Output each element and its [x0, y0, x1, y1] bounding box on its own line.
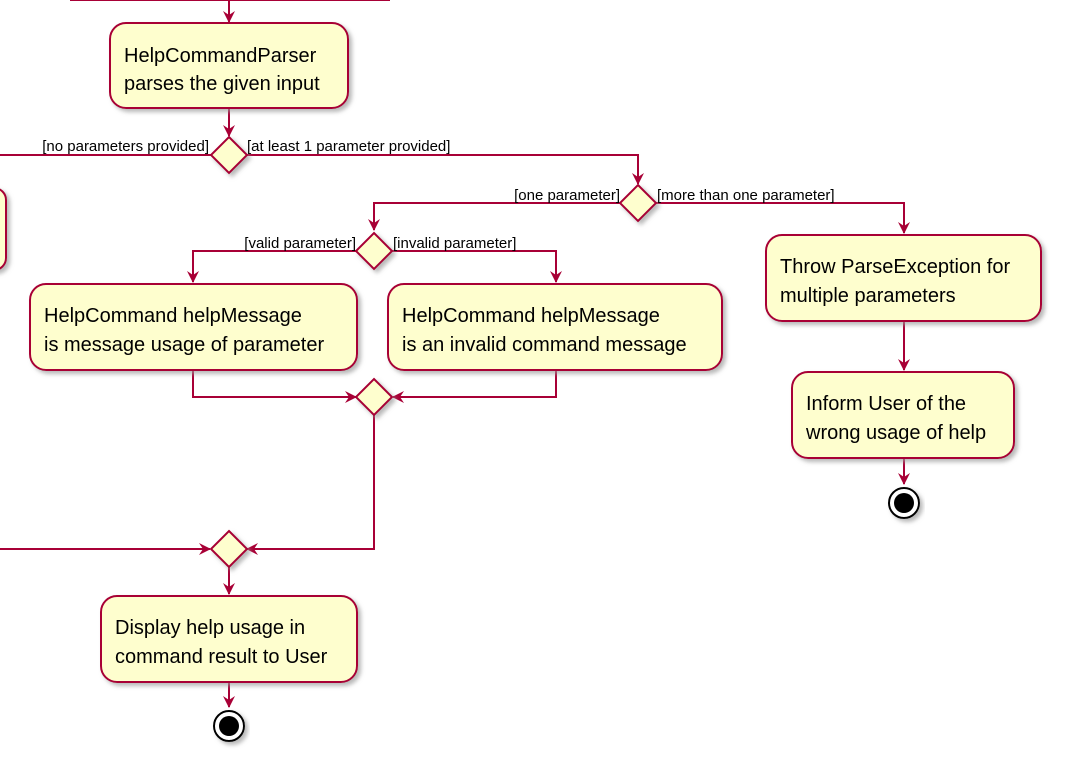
node-valid-message-line-1: HelpCommand helpMessage: [44, 305, 302, 327]
edge-more-than-one: [656, 202, 910, 234]
node-invalid-message-line-1: HelpCommand helpMessage: [402, 305, 660, 327]
edge-valid-to-merge: [192, 371, 357, 403]
cropped-left-node: [0, 188, 7, 270]
decision-parameter-count: [618, 183, 658, 223]
edge-one-param: [368, 202, 621, 231]
node-inform-user-line-1: Inform User of the: [806, 393, 966, 415]
node-parser-line-2: parses the given input: [124, 73, 320, 95]
node-parser-line-1: HelpCommandParser: [124, 45, 317, 67]
node-inform-user: Inform User of the wrong usage of help: [791, 371, 1015, 459]
node-valid-message-line-2: is message usage of parameter: [44, 334, 324, 356]
end-node-success: [213, 710, 245, 742]
node-valid-message: HelpCommand helpMessage is message usage…: [29, 283, 358, 371]
node-inform-user-line-2: wrong usage of help: [805, 422, 986, 444]
guard-one-parameter: [one parameter]: [514, 187, 620, 204]
end-node-error: [888, 487, 920, 519]
edge-valid: [187, 250, 357, 283]
node-throw-exception-line-2: multiple parameters: [780, 285, 956, 307]
node-invalid-message: HelpCommand helpMessage is an invalid co…: [387, 283, 723, 371]
merge-final: [209, 529, 249, 569]
node-throw-exception-line-1: Throw ParseException for: [780, 256, 1010, 278]
merge-messages: [354, 377, 394, 417]
guard-more-than-one-parameter: [more than one parameter]: [657, 187, 835, 204]
edge-invalid: [392, 250, 562, 283]
edge-invalid-to-merge: [392, 371, 557, 403]
node-invalid-message-line-2: is an invalid command message: [402, 334, 687, 356]
guard-at-least-one-parameter: [at least 1 parameter provided]: [247, 138, 450, 155]
edge-at-least-one: [247, 154, 644, 185]
decision-parameters: [209, 135, 249, 175]
edges: [0, 0, 910, 708]
guard-invalid-parameter: [invalid parameter]: [393, 235, 516, 252]
decision-parameter-validity: [354, 231, 394, 271]
node-display-usage-line-1: Display help usage in: [115, 617, 305, 639]
guard-valid-parameter: [valid parameter]: [244, 235, 356, 252]
node-parser: HelpCommandParser parses the given input: [109, 22, 349, 109]
edge-merge-to-merge: [246, 415, 375, 555]
node-display-usage-line-2: command result to User: [115, 646, 328, 668]
node-throw-exception: Throw ParseException for multiple parame…: [765, 234, 1042, 322]
guard-no-parameters: [no parameters provided]: [42, 138, 209, 155]
node-display-usage: Display help usage in command result to …: [100, 595, 358, 683]
